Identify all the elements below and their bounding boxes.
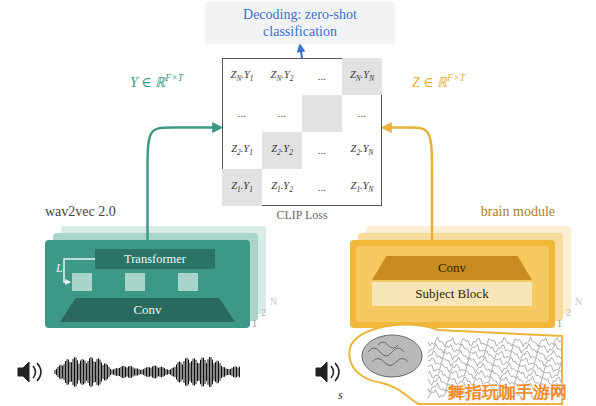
matrix-cell: Z2.Y2 — [262, 132, 302, 169]
module-heading: wav2vec 2.0 — [45, 204, 116, 220]
brain-panel — [350, 240, 555, 328]
flow-arrow — [148, 128, 222, 240]
table-cell: ... — [238, 108, 246, 119]
table-cell: Z1.Y1 — [231, 180, 253, 194]
table-cell: ... — [318, 182, 326, 193]
matrix-cell: Z1.Y1 — [222, 169, 262, 206]
module-heading: brain module — [481, 204, 555, 220]
table-cell: ... — [318, 145, 326, 156]
layer-loop — [64, 259, 95, 282]
matrix-cell — [302, 95, 342, 132]
stack-index: N — [270, 296, 277, 307]
matrix-cell: ZN.Y1 — [222, 58, 262, 95]
edge-label: Z ∈ ℝF×T — [410, 72, 467, 91]
edge-label: Y ∈ ℝF×T — [128, 72, 185, 91]
stack-index: 2 — [566, 307, 571, 318]
stack-index: 2 — [261, 307, 266, 318]
token-square — [178, 273, 198, 291]
stack-index: 1 — [557, 318, 562, 329]
transformer-block: Transformer — [95, 249, 215, 269]
table-cell: Z2.Y2 — [271, 143, 293, 157]
wav2vec-panel — [45, 240, 250, 328]
matrix-cell: ... — [302, 58, 342, 95]
table-cell: Z1.YN — [351, 180, 374, 194]
title-box: Decoding: zero-shot classification — [205, 2, 395, 44]
box-label: Transformer — [124, 252, 186, 267]
conv-block: Conv — [372, 256, 532, 280]
table-cell: ZN.Y2 — [271, 69, 294, 83]
box-label: Conv — [133, 302, 161, 318]
similarity-matrix: ZN.Y1 ZN.Y2... ZN.YN......... Z2.Y1 Z2.Y2...… — [222, 58, 382, 206]
matrix-cell: Z1.YN — [342, 169, 382, 206]
flow-arrow — [383, 128, 432, 240]
layer-count: L — [56, 261, 63, 276]
box-label: Decoding: zero-shot classification — [215, 6, 385, 41]
brain-module: ConvSubject Blockbrain module — [350, 240, 555, 328]
stack-index: 1 — [252, 318, 257, 329]
matrix-cell: ZN.YN — [342, 58, 382, 95]
matrix-cell: ZN.Y2 — [262, 58, 302, 95]
matrix-cell: Z2.YN — [342, 132, 382, 169]
loss-caption: CLIP Loss — [276, 208, 327, 223]
matrix-cell: ... — [222, 95, 262, 132]
watermark: 舞指玩咖手游网 — [448, 381, 567, 404]
wav2vec-module: TransformerConvwav2vec 2.0 — [45, 240, 250, 328]
speaker-icon — [316, 362, 339, 382]
table-cell: Z2.YN — [351, 143, 374, 157]
matrix-cell: ... — [302, 132, 342, 169]
matrix-cell: Z1.Y2 — [262, 169, 302, 206]
brain-panel-inner — [356, 246, 549, 322]
table-cell: ... — [278, 108, 286, 119]
matrix-cell: Z2.Y1 — [222, 132, 262, 169]
conv-block: Conv — [60, 298, 235, 322]
token-square — [125, 273, 145, 291]
table-cell: Z1.Y2 — [271, 180, 293, 194]
subject-symbol: s — [338, 388, 343, 403]
brain — [362, 335, 422, 377]
flow-arrow — [300, 45, 302, 58]
brain-folds — [368, 342, 408, 366]
matrix-cell: ... — [302, 169, 342, 206]
matrix-cell: ... — [342, 95, 382, 132]
speaker-icon — [18, 362, 41, 382]
table-cell: ... — [358, 108, 366, 119]
table-cell: ... — [318, 71, 326, 82]
audio-waveform — [55, 357, 240, 387]
stack-index: N — [575, 296, 582, 307]
table-cell: Z2.Y1 — [231, 143, 253, 157]
table-cell: ZN.Y1 — [231, 69, 254, 83]
table-cell: ZN.YN — [350, 69, 374, 83]
token-square — [72, 273, 92, 291]
matrix-cell: ... — [262, 95, 302, 132]
box-label: Conv — [438, 260, 466, 276]
subject-block: Subject Block — [372, 282, 532, 306]
box-label: Subject Block — [415, 286, 488, 302]
